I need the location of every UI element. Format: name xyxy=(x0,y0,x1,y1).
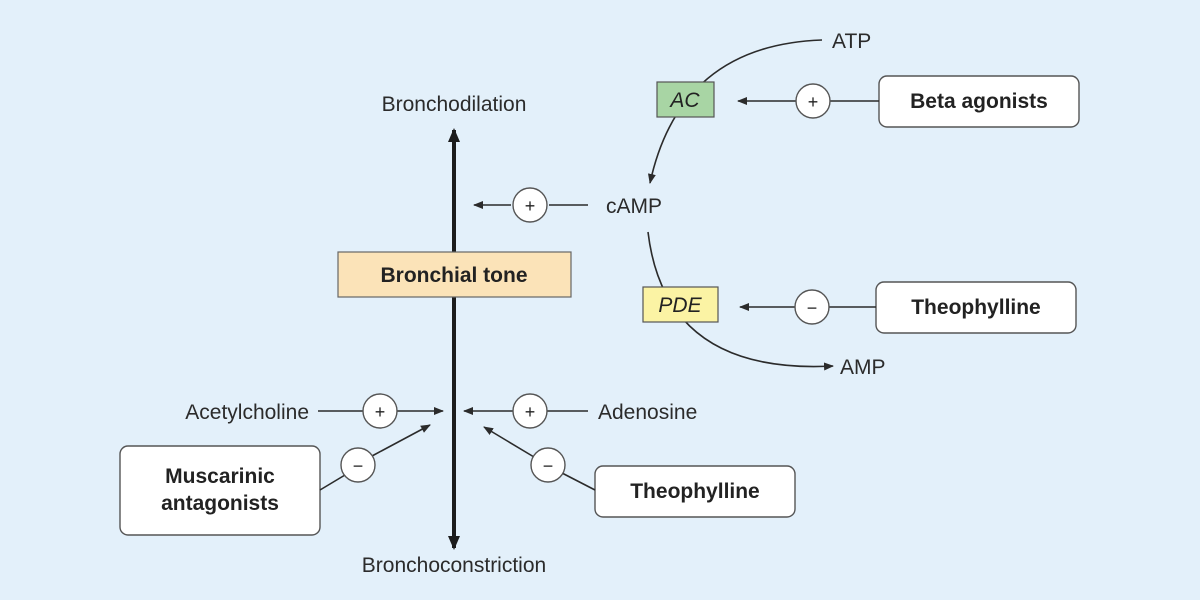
theophylline-pde-minus-circle xyxy=(794,289,830,325)
acetylcholine-plus-sign: + xyxy=(375,402,386,422)
acetylcholine-label: Acetylcholine xyxy=(185,401,309,424)
camp-label: cAMP xyxy=(606,195,662,218)
theophylline-adenosine-inhibition-arrow xyxy=(483,426,535,458)
muscarinic-minus-circle xyxy=(340,447,376,483)
theophylline-adenosine-box xyxy=(594,465,796,518)
bronchoconstriction-label: Bronchoconstriction xyxy=(362,554,546,577)
camp-plus-sign: + xyxy=(525,196,536,216)
muscarinic-minus-sign: − xyxy=(353,456,364,476)
adenosine-plus-circle xyxy=(512,393,548,429)
camp-plus-circle xyxy=(512,187,548,223)
muscarinic-connector xyxy=(319,474,346,491)
beta-agonists-plus-sign: + xyxy=(808,92,819,112)
muscarinic-antagonists-box xyxy=(119,445,321,536)
ac-box xyxy=(656,81,715,118)
muscarinic-inhibition-arrow xyxy=(371,424,431,457)
ac-label: AC xyxy=(668,89,700,112)
beta-agonists-plus-circle xyxy=(795,83,831,119)
atp-to-camp-arc xyxy=(648,39,823,184)
adenosine-plus-sign: + xyxy=(525,402,536,422)
pde-label: PDE xyxy=(658,294,702,317)
muscarinic-label-line2: antagonists xyxy=(161,492,279,515)
theophylline-adenosine-connector xyxy=(561,472,596,491)
camp-to-amp-arc xyxy=(647,231,834,371)
bronchial-tone-label: Bronchial tone xyxy=(380,264,527,287)
theophylline-pde-label: Theophylline xyxy=(911,296,1041,319)
pde-box xyxy=(642,286,719,323)
bronchial-tone-box xyxy=(337,251,572,298)
theophylline-adenosine-minus-circle xyxy=(530,447,566,483)
theophylline-adenosine-label: Theophylline xyxy=(630,480,760,503)
adenosine-label: Adenosine xyxy=(598,401,697,424)
muscarinic-label-line1: Muscarinic xyxy=(165,465,275,488)
amp-label: AMP xyxy=(840,356,886,379)
bronchodilation-label: Bronchodilation xyxy=(382,93,527,116)
theophylline-pde-minus-sign: − xyxy=(807,298,818,318)
atp-label: ATP xyxy=(832,30,871,53)
beta-agonists-label: Beta agonists xyxy=(910,90,1048,113)
acetylcholine-plus-circle xyxy=(362,393,398,429)
theophylline-adenosine-minus-sign: − xyxy=(543,456,554,476)
